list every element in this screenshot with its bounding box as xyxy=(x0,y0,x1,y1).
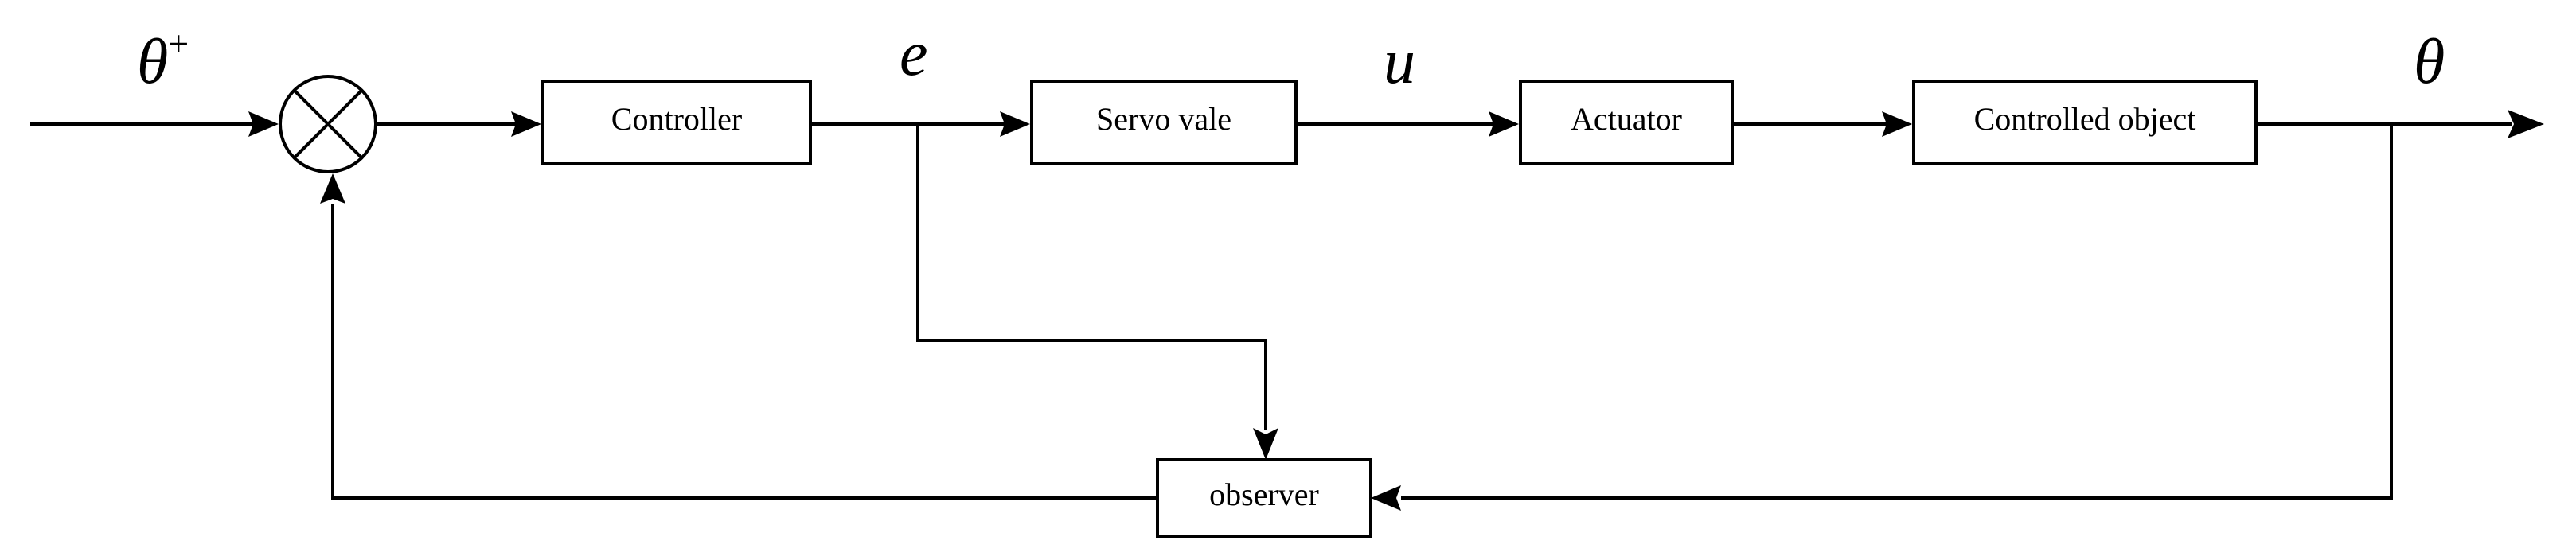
output-arrowhead xyxy=(2508,110,2544,138)
controller-block xyxy=(541,80,812,165)
input-arrowhead xyxy=(248,111,279,137)
actuator-label: Actuator xyxy=(1571,101,1682,137)
actuator-block xyxy=(1519,80,1734,165)
observer-top-arrowhead xyxy=(1253,428,1278,460)
servo-input-arrowhead xyxy=(1000,111,1030,137)
observer-label: observer xyxy=(1209,476,1319,512)
output-feedback-line xyxy=(1401,124,2393,500)
summing-junction xyxy=(279,75,377,173)
junction-bottom-arrowhead xyxy=(320,173,345,204)
controller-input-arrowhead xyxy=(511,111,541,137)
error-branch-line xyxy=(916,124,1267,430)
controlled-object-block xyxy=(1912,80,2258,165)
reference-signal-label: θ+ xyxy=(137,23,189,97)
controller-label: Controller xyxy=(611,101,742,137)
servo-valve-label: Servo vale xyxy=(1096,101,1231,137)
controlled-object-label: Controlled object xyxy=(1974,101,2196,137)
control-signal-label: u xyxy=(1384,27,1415,97)
servo-valve-block xyxy=(1030,80,1298,165)
error-signal-label: e xyxy=(900,19,928,89)
actuator-input-arrowhead xyxy=(1489,111,1519,137)
output-signal-label: θ xyxy=(2414,27,2445,97)
observer-right-arrowhead xyxy=(1371,485,1401,511)
observer-to-junction-line xyxy=(331,204,1157,500)
object-input-arrowhead xyxy=(1882,111,1912,137)
